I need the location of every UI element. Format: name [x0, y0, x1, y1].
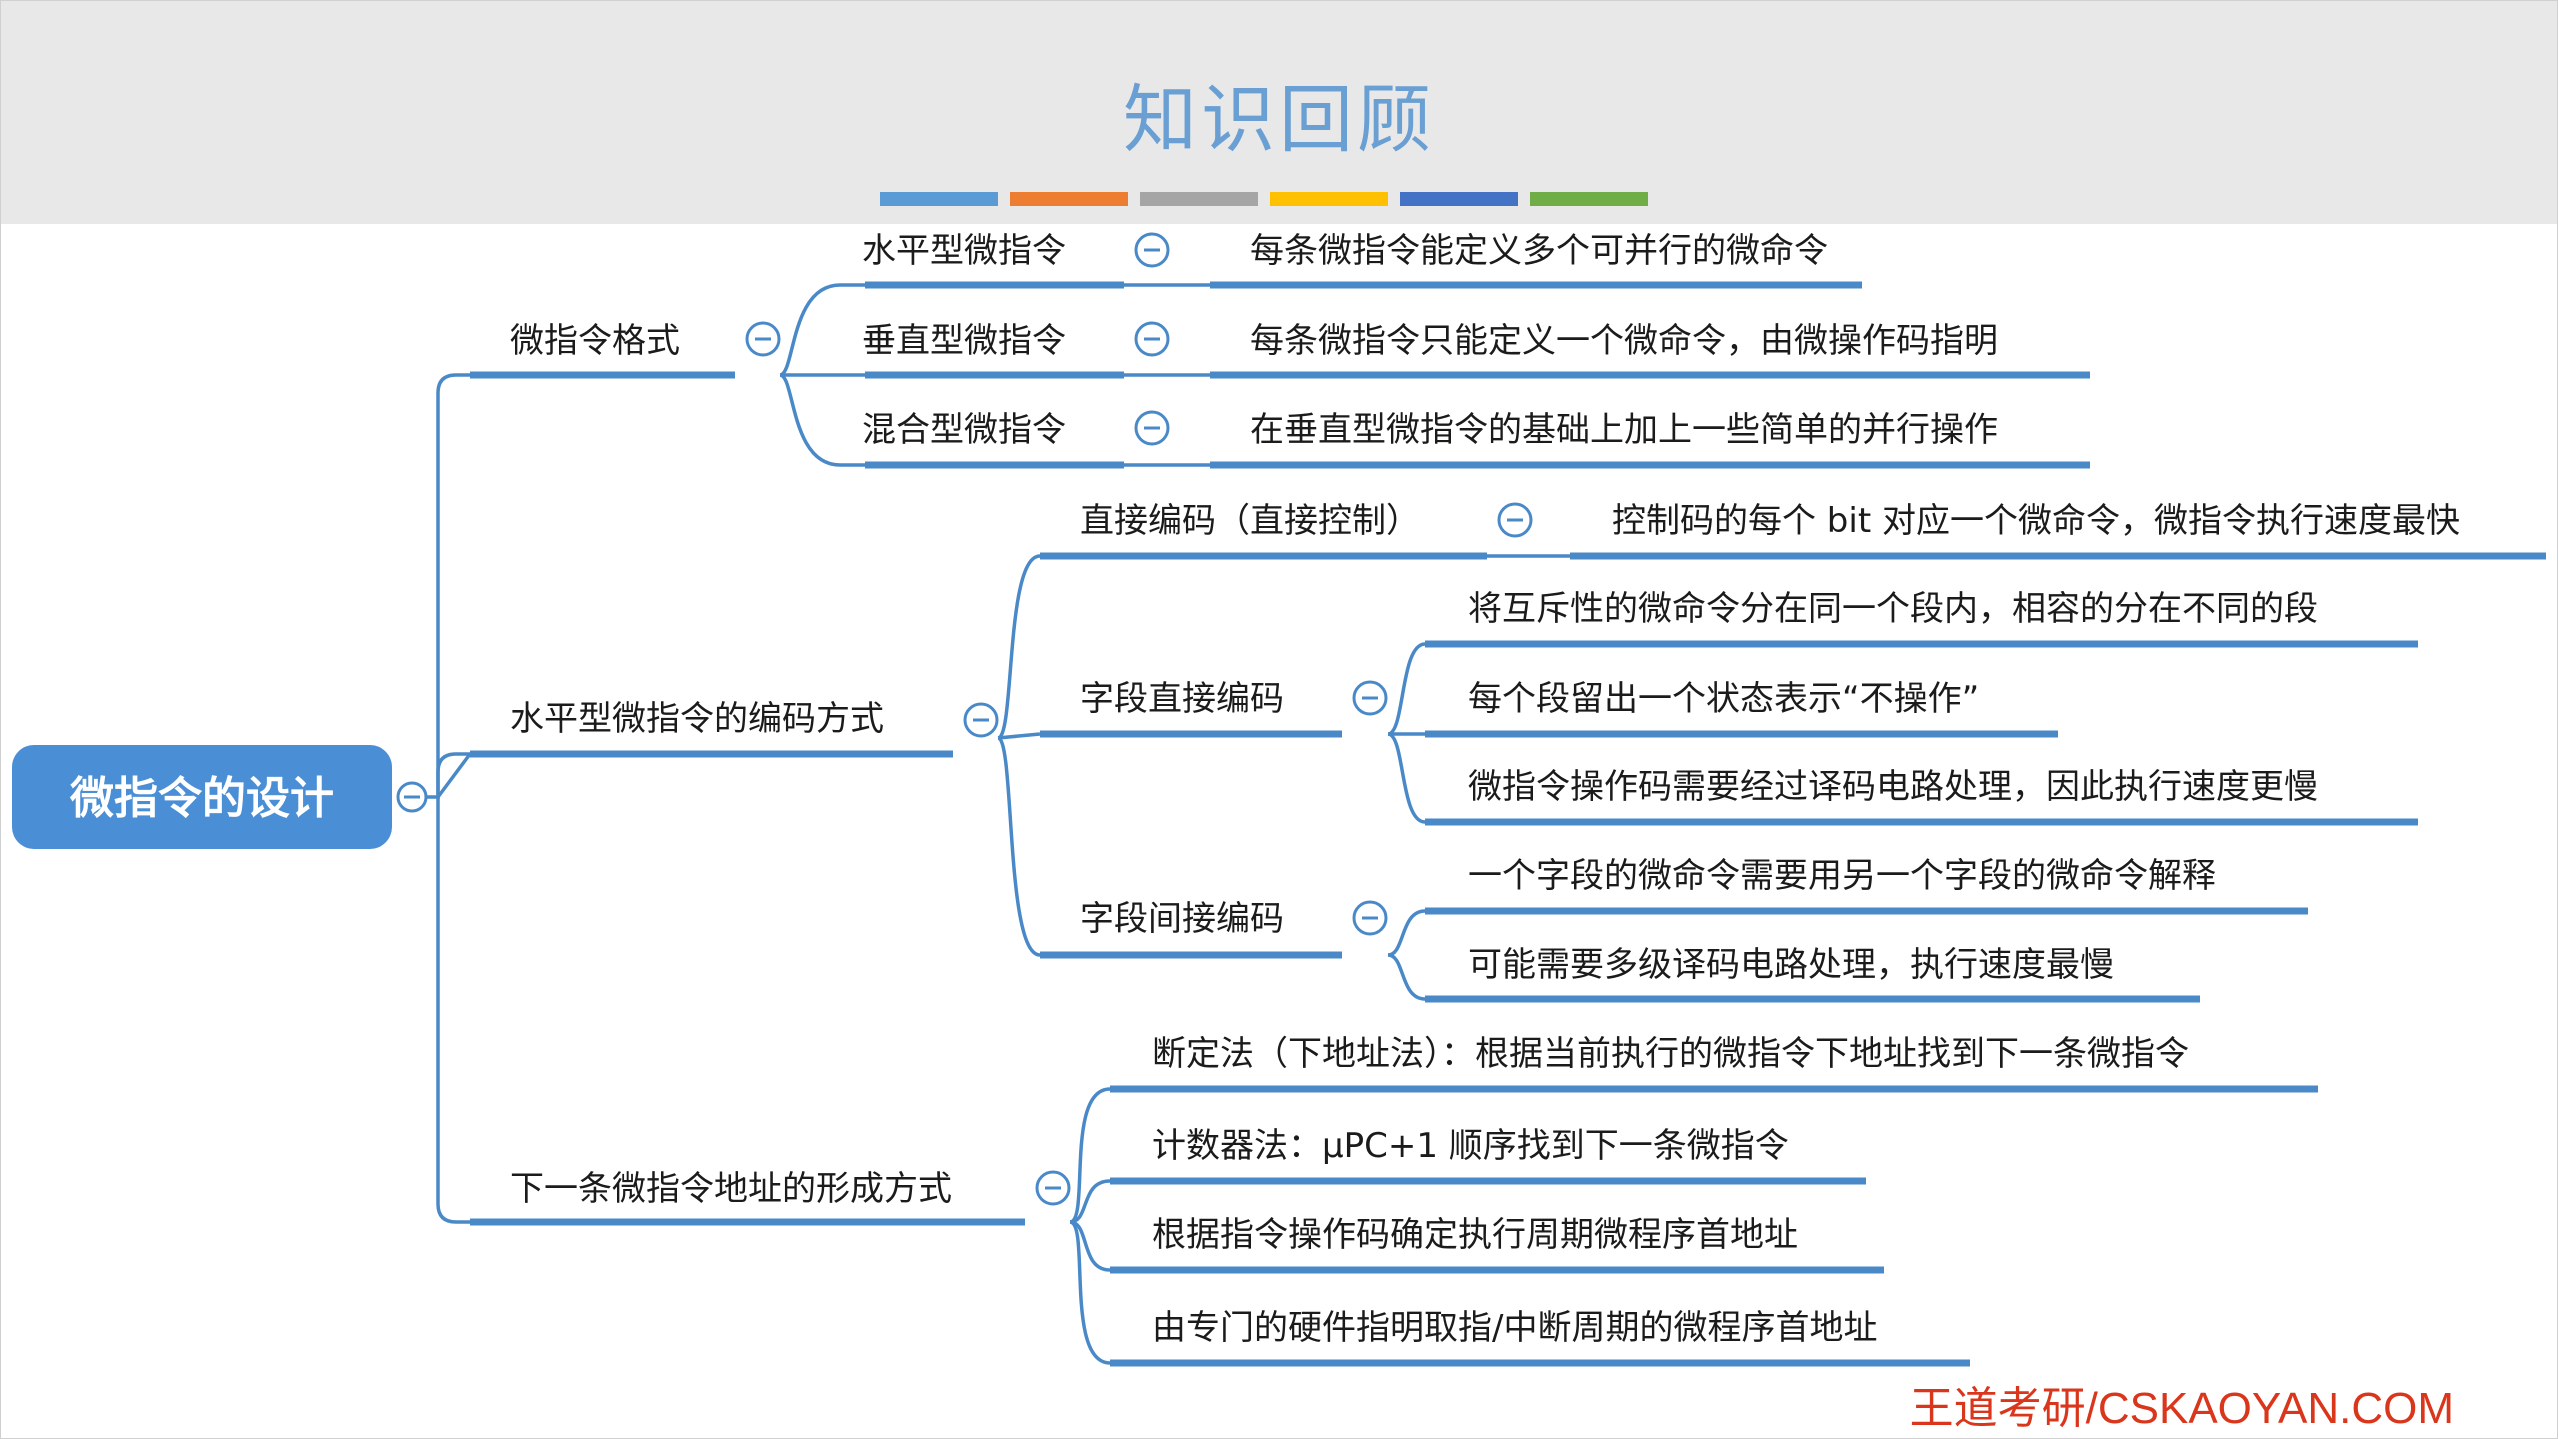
connector-encoding-field-direct [997, 732, 1041, 740]
leaf-hybrid-desc[interactable]: 在垂直型微指令的基础上加上一些简单的并行操作 [1250, 410, 1998, 450]
node-horizontal[interactable]: 水平型微指令 [862, 231, 1066, 271]
root-node[interactable] [12, 745, 392, 849]
leaf-field-indirect-2[interactable]: 可能需要多级译码电路处理，执行速度最慢 [1468, 945, 2114, 985]
node-field-direct[interactable]: 字段直接编码 [1080, 679, 1284, 719]
leaf-direct-desc[interactable]: 控制码的每个 bit 对应一个微命令，微指令执行速度最快 [1612, 501, 2460, 541]
leaf-next-address-1[interactable]: 断定法（下地址法）：根据当前执行的微指令下地址找到下一条微指令 [1152, 1034, 2189, 1074]
leaf-field-direct-1[interactable]: 将互斥性的微命令分在同一个段内，相容的分在不同的段 [1468, 589, 2318, 629]
node-encoding[interactable]: 水平型微指令的编码方式 [510, 699, 884, 739]
collapse-button-format[interactable] [745, 321, 781, 357]
node-vertical[interactable]: 垂直型微指令 [862, 321, 1066, 361]
node-format[interactable]: 微指令格式 [510, 321, 680, 361]
node-underlines [470, 281, 2546, 1367]
leaf-next-address-3[interactable]: 根据指令操作码确定执行周期微程序首地址 [1152, 1215, 1798, 1255]
collapse-button-field-direct[interactable] [1352, 680, 1388, 716]
connector-encoding-direct [997, 554, 1041, 740]
collapse-button-root[interactable] [396, 781, 428, 813]
title-stripe-5 [1400, 192, 1518, 206]
connector-fi-1 [1387, 909, 1426, 957]
root-label: 微指令的设计 [69, 773, 334, 824]
collapse-button-hybrid[interactable] [1134, 410, 1170, 446]
leaf-vertical-desc[interactable]: 每条微指令只能定义一个微命令，由微操作码指明 [1250, 321, 1998, 361]
leaf-next-address-2[interactable]: 计数器法：μPC+1 顺序找到下一条微指令 [1152, 1126, 1789, 1166]
leaf-horizontal-desc[interactable]: 每条微指令能定义多个可并行的微命令 [1250, 231, 1828, 271]
connector-root-format [412, 373, 470, 799]
connectors [412, 283, 1570, 1365]
node-direct[interactable]: 直接编码（直接控制） [1080, 501, 1420, 541]
title-stripe-3 [1140, 192, 1258, 206]
connector-na-1 [1069, 1087, 1111, 1224]
connector-format-horizontal [779, 283, 865, 377]
connector-root-next [436, 797, 470, 1224]
connector-format-hybrid [779, 373, 865, 467]
leaf-field-direct-2[interactable]: 每个段留出一个状态表示“不操作” [1468, 679, 1979, 719]
title-stripe-2 [1010, 192, 1128, 206]
connector-fd-3 [1387, 732, 1426, 824]
connector-root-encoding [436, 752, 472, 799]
leaf-field-indirect-1[interactable]: 一个字段的微命令需要用另一个字段的微命令解释 [1468, 856, 2216, 896]
collapse-button-horizontal[interactable] [1134, 232, 1170, 268]
connector-fi-2 [1387, 953, 1426, 1001]
collapse-button-field-indirect[interactable] [1352, 900, 1388, 936]
title-stripe-6 [1530, 192, 1648, 206]
connector-na-2 [1069, 1179, 1111, 1224]
connector-root-encoding-2 [436, 752, 470, 797]
connector-na-3 [1069, 1220, 1111, 1272]
connector-encoding-field-indirect [996, 736, 1041, 957]
leaf-next-address-4[interactable]: 由专门的硬件指明取指/中断周期的微程序首地址 [1152, 1308, 1877, 1348]
collapse-button-vertical[interactable] [1134, 321, 1170, 357]
title-stripe-4 [1270, 192, 1388, 206]
connector-na-4 [1069, 1220, 1111, 1365]
page-title: 知识回顾 [1123, 77, 1435, 163]
title-stripe-1 [880, 192, 998, 206]
node-field-indirect[interactable]: 字段间接编码 [1080, 899, 1284, 939]
node-next-address[interactable]: 下一条微指令地址的形成方式 [510, 1169, 952, 1209]
leaf-field-direct-3[interactable]: 微指令操作码需要经过译码电路处理，因此执行速度更慢 [1468, 767, 2318, 807]
node-hybrid[interactable]: 混合型微指令 [862, 410, 1066, 450]
collapse-button-encoding[interactable] [963, 702, 999, 738]
connector-fd-1 [1387, 642, 1426, 736]
collapse-button-next-address[interactable] [1035, 1170, 1071, 1206]
collapse-button-direct[interactable] [1497, 502, 1533, 538]
footer-brand: 王道考研/CSKAOYAN.COM [1909, 1384, 2454, 1433]
header-band [0, 0, 2558, 224]
